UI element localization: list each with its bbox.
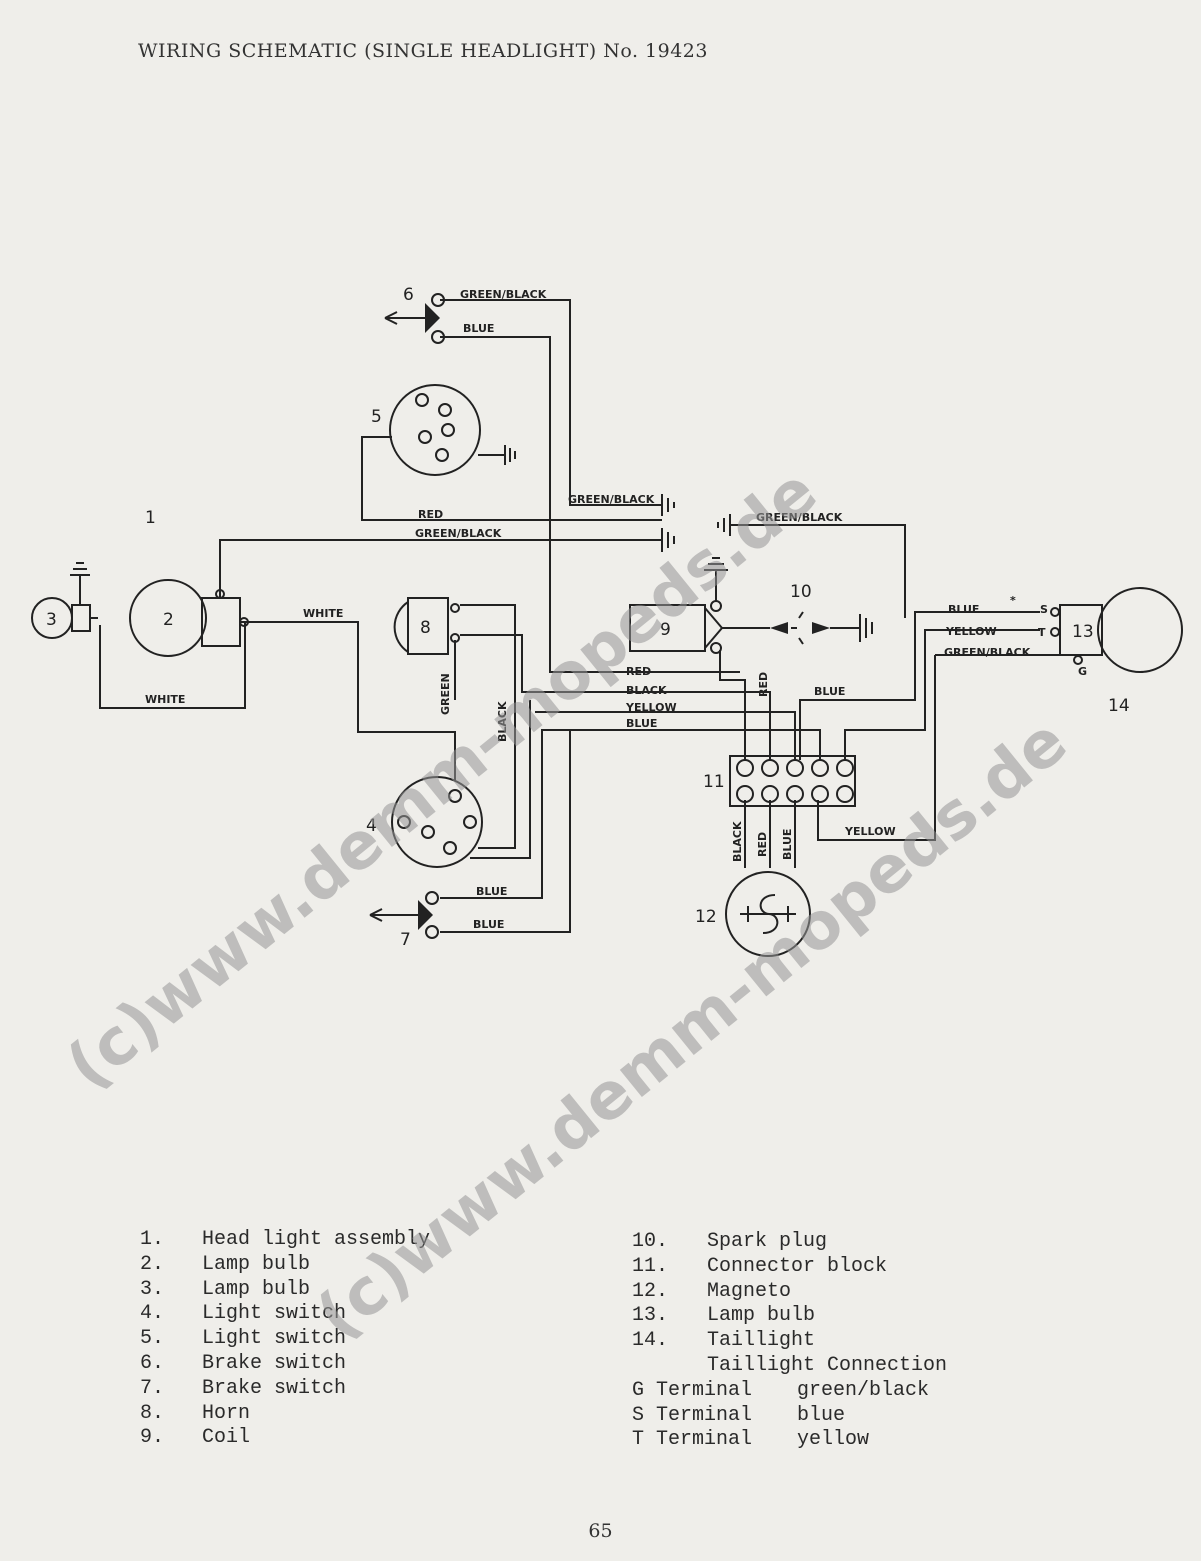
connector-terminals <box>736 759 854 803</box>
label-num-10: 10 <box>790 582 812 602</box>
legend-row: 3.Lamp bulb <box>140 1277 311 1301</box>
wire-label: GREEN/BLACK <box>568 493 655 506</box>
legend-row: 1.Head light assembly <box>140 1228 431 1251</box>
legend-row: 11.Connector block <box>632 1254 888 1278</box>
light-switch-4 <box>391 776 483 868</box>
wire-label: WHITE <box>303 607 343 620</box>
legend-row: 12.Magneto <box>632 1279 792 1303</box>
ground-symbols <box>661 494 731 552</box>
legend-row: 4.Light switch <box>140 1302 347 1326</box>
label-num-6: 6 <box>403 285 414 305</box>
wire-label: BLACK <box>496 701 509 742</box>
brake-switch-7 <box>369 891 439 939</box>
wire-label: BLUE <box>476 885 507 898</box>
brake-switch-6 <box>384 293 445 344</box>
wire-label: BLUE <box>463 322 494 335</box>
legend-row: 7.Brake switch <box>140 1376 347 1400</box>
wire-label: BLUE <box>626 717 657 730</box>
label-num-12: 12 <box>695 907 717 927</box>
terminal-s: S <box>1040 603 1048 616</box>
wire-label: BLUE <box>781 829 794 860</box>
legend-row: 2.Lamp bulb <box>140 1252 311 1276</box>
wire-label: YELLOW <box>625 701 677 714</box>
label-num-5: 5 <box>371 407 382 427</box>
wire-label: BLACK <box>731 821 744 862</box>
label-num-7: 7 <box>400 930 411 950</box>
light-switch-5 <box>389 384 516 476</box>
wire-label: YELLOW <box>945 625 997 638</box>
legend-left: 1.Head light assembly 2.Lamp bulb 3.Lamp… <box>140 1228 430 1451</box>
component-numbers: 1 2 3 4 5 6 7 8 9 10 11 12 13 14 <box>46 285 1130 950</box>
page-title: WIRING SCHEMATIC (SINGLE HEADLIGHT) No. … <box>138 40 708 62</box>
wire-label: YELLOW <box>844 825 896 838</box>
spark-plug-10 <box>770 611 873 645</box>
terminal-g: G <box>1078 665 1087 678</box>
legend-row: 10.Spark plug <box>632 1230 828 1253</box>
magneto-12 <box>725 871 811 957</box>
asterisk-mark: * <box>1010 594 1016 607</box>
label-num-4: 4 <box>366 816 377 836</box>
wire-label: RED <box>626 665 651 678</box>
wire-label: BLACK <box>626 684 667 697</box>
legend-row: Taillight Connection <box>707 1353 948 1377</box>
connector-block-11 <box>729 755 856 807</box>
label-num-11: 11 <box>703 772 725 792</box>
legend-row: 14.Taillight <box>632 1329 816 1353</box>
label-num-3: 3 <box>46 610 57 630</box>
terminal-t: T <box>1038 626 1046 639</box>
label-num-9: 9 <box>660 620 671 640</box>
wire-label: GREEN/BLACK <box>460 288 547 301</box>
wire-label: GREEN/BLACK <box>756 511 843 524</box>
legend-row: 6.Brake switch <box>140 1351 347 1375</box>
label-num-8: 8 <box>420 618 431 638</box>
legend-row: 8.Horn <box>140 1401 251 1425</box>
legend-row: 13.Lamp bulb <box>632 1304 816 1328</box>
wire-label: GREEN <box>439 673 452 715</box>
label-num-2: 2 <box>163 610 174 630</box>
wire-label: BLUE <box>948 603 979 616</box>
headlight-assembly-1 <box>129 579 249 657</box>
wire-label: RED <box>418 508 443 521</box>
wire-label: BLUE <box>814 685 845 698</box>
lamp-bulb-3 <box>31 562 98 639</box>
legend-row: 9.Coil <box>140 1426 251 1450</box>
legend-row: 5.Light switch <box>140 1327 347 1351</box>
page-number: 65 <box>588 1520 613 1542</box>
wire-label: GREEN/BLACK <box>415 527 502 540</box>
label-num-14: 14 <box>1108 696 1130 716</box>
wire-labels: GREEN/BLACK BLUE GREEN/BLACK GREEN/BLACK… <box>145 288 1087 931</box>
wire-label: RED <box>757 672 770 697</box>
wire-label: RED <box>756 832 769 857</box>
horn-8 <box>393 597 460 655</box>
coil-9 <box>629 557 728 654</box>
label-num-13: 13 <box>1072 622 1094 642</box>
label-num-1: 1 <box>145 508 156 528</box>
legend-right: 10.Spark plug 11.Connector block 12.Magn… <box>632 1230 947 1453</box>
wire-label: GREEN/BLACK <box>944 646 1031 659</box>
taillight-13-14 <box>1050 587 1183 673</box>
wire-label: WHITE <box>145 693 185 706</box>
wire-label: BLUE <box>473 918 504 931</box>
wires <box>99 299 1060 933</box>
